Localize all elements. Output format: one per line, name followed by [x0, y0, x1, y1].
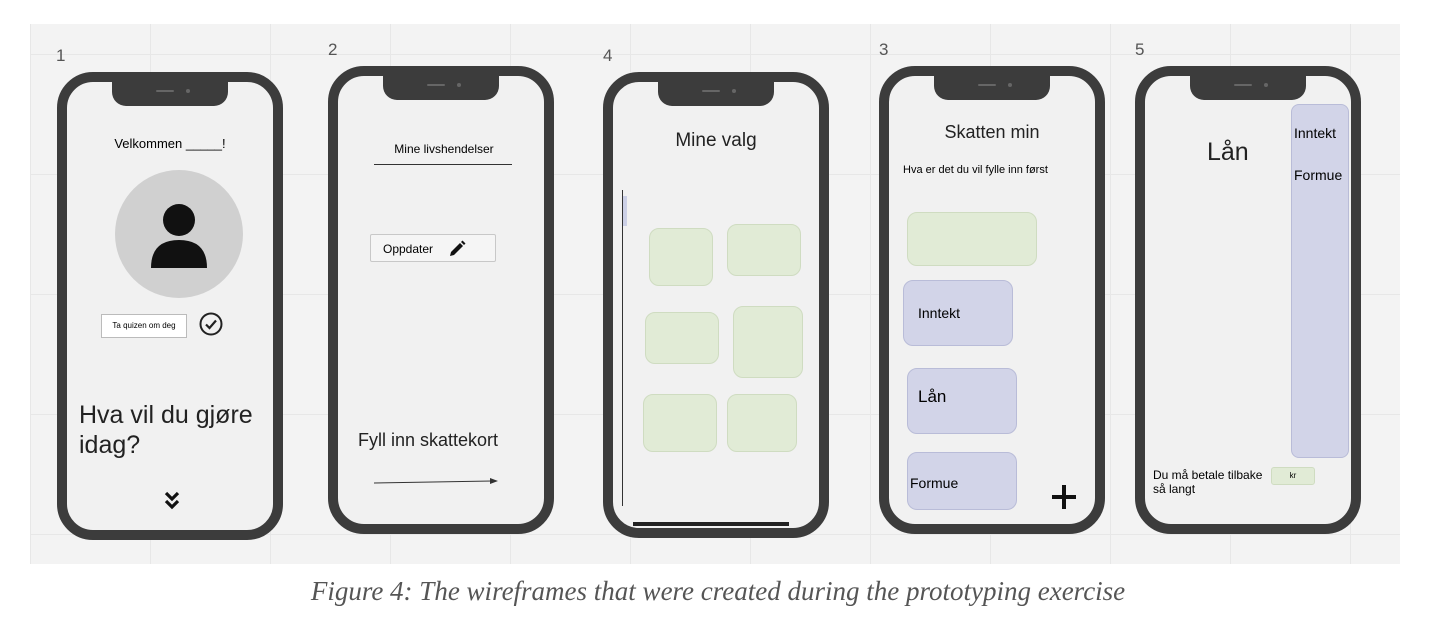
wireframe-number-1: 1 — [56, 46, 66, 65]
side-item-income[interactable]: Inntekt — [1294, 125, 1337, 141]
phone-notch — [1190, 74, 1306, 100]
choice-card[interactable] — [727, 224, 801, 276]
plus-icon[interactable] — [1051, 484, 1077, 515]
wealth-card-label: Formue — [910, 475, 959, 491]
choice-card[interactable] — [645, 312, 719, 364]
figure-caption: Figure 4: The wireframes that were creat… — [310, 576, 1126, 606]
choice-card[interactable] — [643, 394, 717, 452]
check-circle-icon[interactable] — [199, 312, 223, 341]
title-underline — [374, 164, 512, 165]
loan-title: Lån — [1207, 138, 1249, 166]
quiz-button[interactable]: Ta quizen om deg — [101, 314, 187, 338]
amount-input[interactable]: kr — [1271, 467, 1315, 485]
scrollbar-thumb[interactable] — [623, 196, 627, 226]
phone-notch — [934, 74, 1050, 100]
arrow-right-icon[interactable] — [373, 474, 498, 492]
my-choices-title: Mine valg — [675, 130, 757, 151]
wireframe-number-5: 5 — [1135, 40, 1145, 59]
choice-card[interactable] — [727, 394, 797, 452]
side-panel: Inntekt Formue — [1291, 104, 1349, 458]
user-icon — [151, 204, 207, 268]
phone-notch — [112, 80, 228, 106]
double-chevron-down-icon[interactable] — [163, 490, 181, 515]
wireframe-number-2: 2 — [328, 40, 338, 59]
welcome-text: Velkommen _____! — [114, 136, 226, 151]
choice-card[interactable] — [733, 306, 803, 378]
my-tax-title: Skatten min — [944, 122, 1040, 142]
phone-notch — [383, 74, 499, 100]
income-card[interactable]: Inntekt — [903, 280, 1013, 346]
phone-wireframe-1: Velkommen _____! Ta quizen om deg Hva vi… — [57, 72, 283, 540]
phone-wireframe-5: Lån Inntekt Formue Du må betale tilbake … — [1135, 66, 1361, 534]
input-card[interactable] — [907, 212, 1037, 266]
loan-card[interactable]: Lån — [907, 368, 1017, 434]
repay-text: Du må betale tilbake så langt — [1153, 468, 1263, 496]
wireframe-number-3: 3 — [879, 40, 889, 59]
question-heading: Hva vil du gjøre idag? — [79, 401, 253, 459]
update-button[interactable]: Oppdater — [370, 234, 496, 262]
income-card-label: Inntekt — [918, 305, 961, 321]
side-item-wealth[interactable]: Formue — [1294, 167, 1343, 183]
loan-card-label: Lån — [918, 387, 947, 406]
phone-wireframe-3: Skatten min Hva er det du vil fylle inn … — [879, 66, 1105, 534]
pencil-icon — [447, 239, 467, 264]
wealth-card[interactable]: Formue — [907, 452, 1017, 510]
scroll-track — [622, 190, 623, 506]
update-button-label: Oppdater — [383, 242, 434, 256]
phone-wireframe-4: Mine valg — [603, 72, 829, 538]
fill-tax-card-link[interactable]: Fyll inn skattekort — [358, 430, 499, 450]
phone-wireframe-2: Mine livshendelser Oppdater Fyll inn ska… — [328, 66, 554, 534]
life-events-title: Mine livshendelser — [394, 142, 494, 156]
home-indicator — [633, 522, 789, 526]
phone-notch — [658, 80, 774, 106]
wireframe-number-4: 4 — [603, 46, 613, 65]
fill-first-prompt: Hva er det du vil fylle inn først — [903, 164, 1048, 176]
avatar[interactable] — [115, 170, 243, 298]
choice-card[interactable] — [649, 228, 713, 286]
